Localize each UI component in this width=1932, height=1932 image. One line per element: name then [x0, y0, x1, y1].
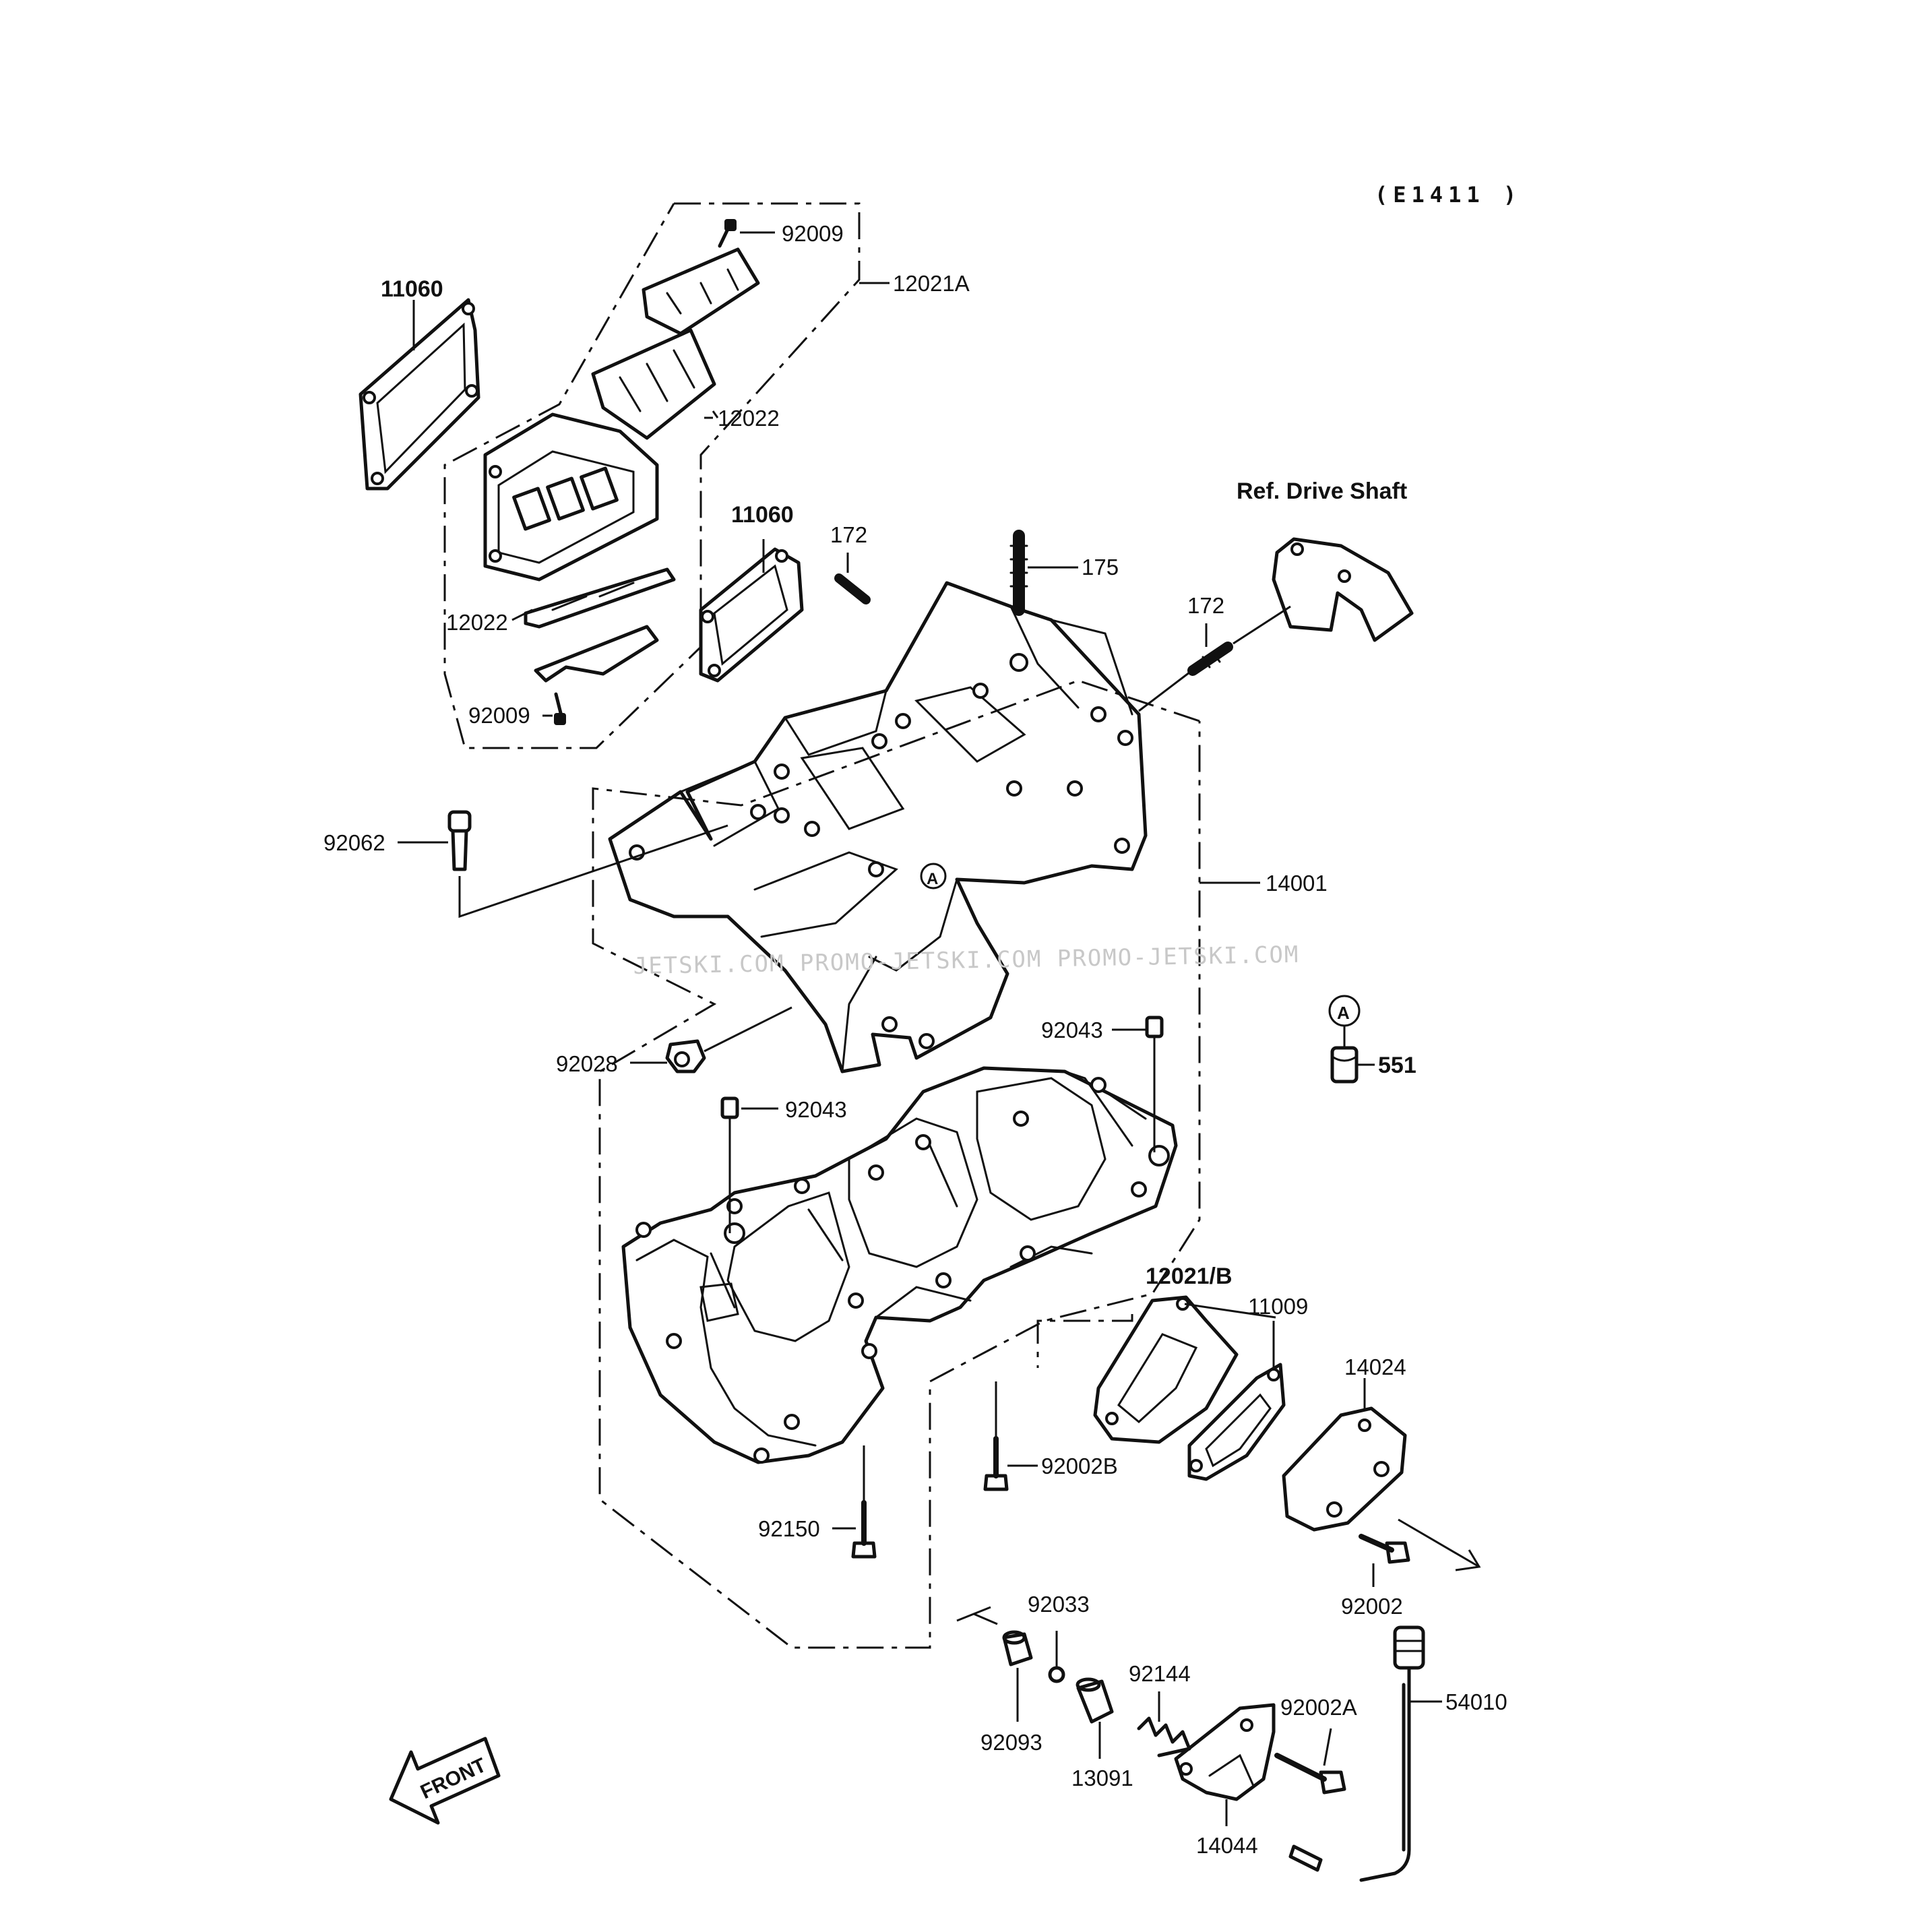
stud-172-right: [1187, 642, 1233, 676]
dowel-551: A: [1328, 995, 1361, 1084]
marker-a-crankcase: A: [927, 870, 938, 888]
label-12021B: 12021/B: [1146, 1264, 1233, 1289]
label-92009-lower: 92009: [468, 703, 530, 728]
label-12021A: 12021A: [893, 271, 970, 296]
reed-petal-lower: [534, 625, 659, 683]
reed-valve-group-outline: [443, 202, 861, 749]
label-551: 551: [1378, 1053, 1416, 1078]
gasket-11009: [1187, 1363, 1286, 1481]
reed-valve-body: [483, 412, 659, 582]
label-172-right: 172: [1187, 593, 1224, 618]
cover-14024: [1282, 1406, 1407, 1532]
bolt-92150: [851, 1500, 877, 1559]
label-92043-right: 92043: [1041, 1018, 1103, 1042]
label-14024: 14024: [1344, 1354, 1406, 1379]
label-11060-center: 11060: [731, 502, 794, 528]
circlip-92033: [1048, 1666, 1065, 1683]
label-13091: 13091: [1071, 1766, 1133, 1790]
crankcase-upper: A: [608, 581, 1148, 1073]
label-54010: 54010: [1445, 1689, 1507, 1714]
label-92009-upper: 92009: [782, 221, 844, 246]
label-11060-left: 11060: [381, 276, 443, 302]
bearing-92093: [1002, 1630, 1033, 1666]
gasket-11060-center: [699, 547, 804, 683]
front-direction-arrow: FRONT: [389, 1737, 501, 1825]
label-14001: 14001: [1266, 871, 1328, 896]
reed-petal-upper: [642, 247, 760, 336]
pin-13091: [1076, 1677, 1114, 1724]
label-92150: 92150: [758, 1516, 820, 1541]
label-92033: 92033: [1028, 1592, 1090, 1617]
reed-stopper-12022-upper: [591, 328, 716, 440]
label-172-left: 172: [830, 522, 867, 547]
bolt-92002B: [983, 1436, 1009, 1491]
label-12022-upper: 12022: [718, 406, 780, 431]
stud-175: [1009, 530, 1028, 616]
label-14044: 14044: [1196, 1833, 1258, 1858]
label-92002: 92002: [1341, 1594, 1403, 1619]
drive-shaft-cover: [1272, 537, 1414, 642]
screw-92009-upper: [718, 219, 737, 248]
label-92144: 92144: [1129, 1661, 1191, 1686]
reed-stopper-12022-lower: [524, 567, 676, 629]
label-11009: 11009: [1248, 1294, 1308, 1319]
label-92062: 92062: [323, 830, 385, 855]
oil-line-54010: [1288, 1625, 1425, 1882]
bolt-92062: [447, 810, 472, 871]
rotary-valve-12021B: [1093, 1295, 1239, 1444]
dowel-92043-right: [1145, 1016, 1164, 1038]
bolt-92002: [1359, 1534, 1410, 1564]
label-92043-left: 92043: [785, 1097, 847, 1122]
label-92028: 92028: [556, 1051, 618, 1076]
crankcase-lower: [621, 1066, 1178, 1464]
marker-a-dowel: A: [1337, 1003, 1350, 1023]
screw-92009-lower: [554, 692, 566, 725]
spring-92144: [1137, 1716, 1191, 1757]
label-92002B: 92002B: [1041, 1454, 1118, 1478]
label-92093: 92093: [980, 1730, 1042, 1755]
label-12022-lower: 12022: [446, 610, 508, 635]
watermark: JETSKI.COM PROMO-JETSKI.COM PROMO-JETSKI…: [633, 941, 1299, 980]
dowel-92043-left: [720, 1096, 739, 1119]
housing-14044: [1174, 1703, 1276, 1801]
plug-92028: [665, 1039, 706, 1073]
diagram-code: (E1411 ): [1375, 182, 1522, 208]
stud-172-left: [834, 573, 871, 604]
gasket-11060-left: [359, 298, 480, 491]
bolt-92002A: [1274, 1753, 1346, 1795]
label-175: 175: [1082, 555, 1119, 580]
reference-note: Ref. Drive Shaft: [1237, 478, 1407, 504]
label-92002A: 92002A: [1280, 1695, 1357, 1720]
